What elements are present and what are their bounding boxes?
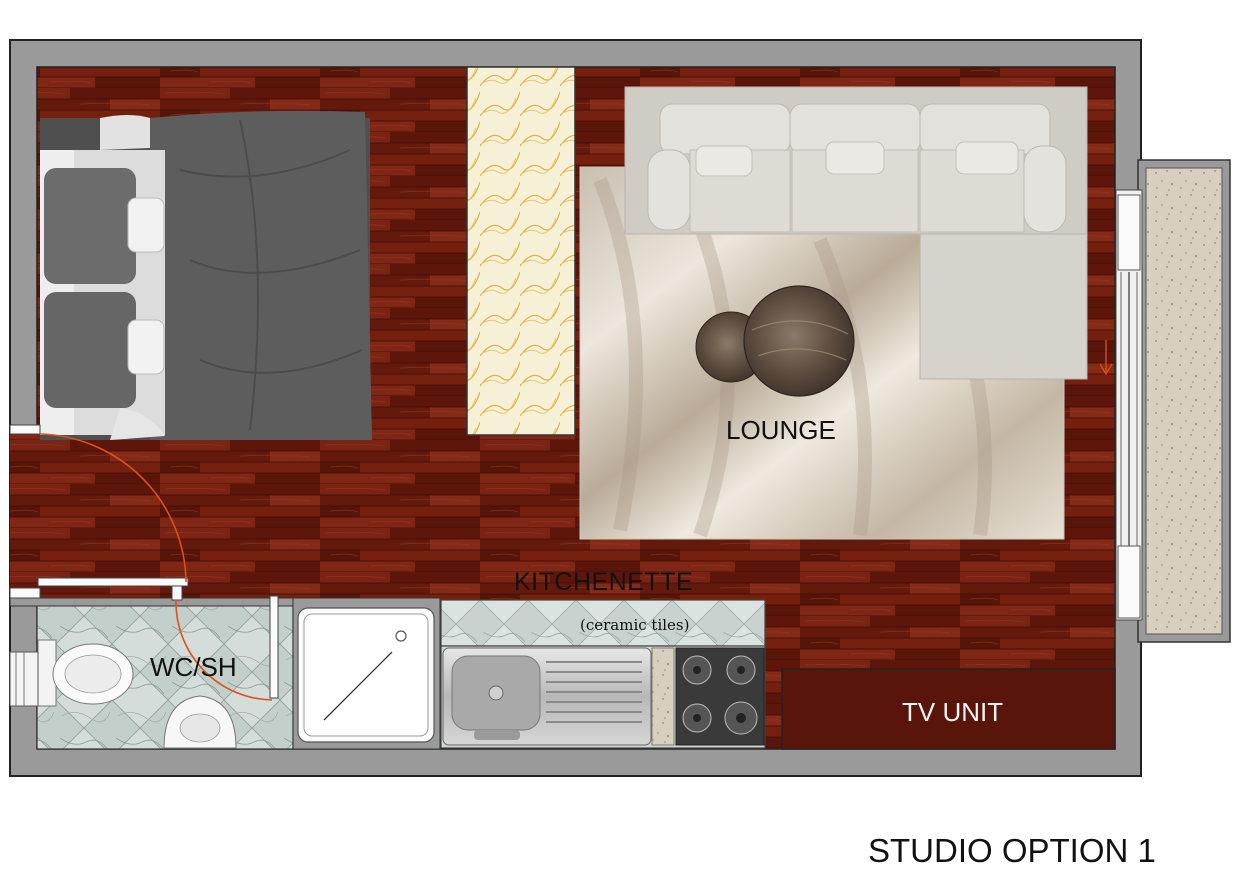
basin-icon xyxy=(163,695,237,749)
divider-panel xyxy=(466,66,576,436)
lounge-label: LOUNGE xyxy=(726,415,836,445)
entrance-door xyxy=(9,424,189,599)
kitchenette-note: (ceramic tiles) xyxy=(580,616,690,634)
cooktop-icon xyxy=(675,647,765,746)
sofa-icon xyxy=(624,86,1088,380)
tv-unit xyxy=(781,668,1116,750)
sink-icon xyxy=(442,647,652,746)
balcony xyxy=(1099,159,1231,643)
tv-unit-label: TV UNIT xyxy=(902,697,1004,727)
kitchenette-label: KITCHENETTE xyxy=(514,568,694,596)
coffee-table-icon xyxy=(695,285,855,397)
bathroom-door xyxy=(171,585,279,701)
wc-label: WC/SH xyxy=(150,652,237,682)
bed-icon xyxy=(40,110,372,440)
shower-tray-icon xyxy=(297,607,435,743)
plan-title: STUDIO OPTION 1 xyxy=(868,832,1156,869)
